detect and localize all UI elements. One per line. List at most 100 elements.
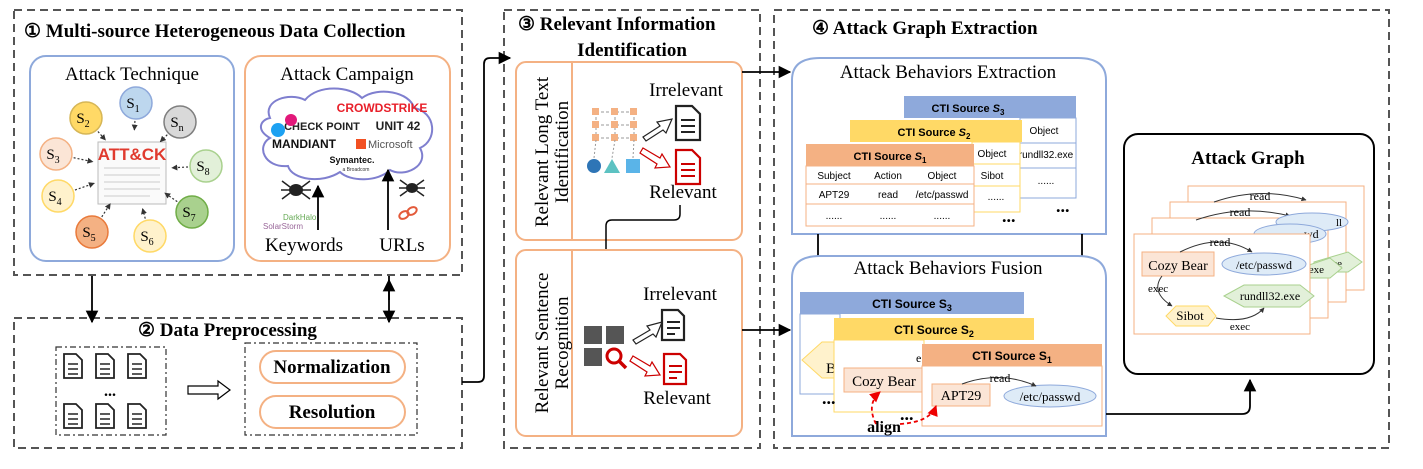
graph-back-read-1: read bbox=[1250, 189, 1271, 203]
technique-node-label: S7 bbox=[182, 205, 195, 224]
table-cell: /etc/passwd bbox=[916, 190, 969, 201]
table-cell: APT29 bbox=[819, 190, 850, 201]
symantec-logo: Symantec. bbox=[329, 155, 374, 165]
section2-box bbox=[13, 317, 463, 449]
technique-node bbox=[119, 86, 153, 120]
technique-node bbox=[69, 101, 103, 135]
technique-edge bbox=[171, 164, 189, 171]
broadcom-sub: a Broadcom bbox=[343, 167, 370, 173]
graph-cozy-node bbox=[1141, 251, 1215, 277]
fusion-cti3: CTI Source S3 bbox=[872, 297, 952, 313]
technique-node-label: S5 bbox=[82, 225, 95, 244]
irrelevant-doc-icon bbox=[674, 104, 702, 142]
resolution-button bbox=[259, 395, 406, 429]
technique-node-label: S6 bbox=[140, 229, 153, 248]
attack-campaign-title: Attack Campaign bbox=[280, 64, 414, 85]
technique-edge bbox=[159, 134, 168, 143]
relevant-doc-icon bbox=[674, 148, 702, 186]
fusion-passwd-node bbox=[1003, 384, 1097, 408]
sentence-label-2: Recognition bbox=[552, 296, 573, 389]
fusion-cti2: CTI Source S2 bbox=[894, 323, 974, 339]
cti3-dots: ...... bbox=[1038, 176, 1055, 187]
logo-cloud bbox=[260, 87, 434, 181]
technique-edge bbox=[164, 192, 178, 203]
document-icon bbox=[95, 353, 115, 379]
graph-rundll-node bbox=[1222, 284, 1315, 308]
graph-exec-label-2: exec bbox=[1230, 321, 1250, 333]
fusion-partial-e: e bbox=[916, 351, 921, 365]
graph-sibot-node bbox=[1165, 305, 1217, 327]
mandiant-logo: MANDIANT bbox=[272, 137, 337, 151]
cti2-sibot: Sibot bbox=[981, 171, 1004, 182]
search-icon bbox=[605, 347, 628, 370]
technique-node-label: Sn bbox=[170, 115, 183, 134]
long-text-label-1: Relevant Long Text bbox=[532, 76, 553, 227]
unit42-logo: UNIT 42 bbox=[376, 119, 421, 133]
table-header-cell: Action bbox=[874, 171, 902, 182]
cti2-ellipsis: ... bbox=[1002, 206, 1016, 226]
graph-read-label: read bbox=[1210, 235, 1231, 249]
technique-edge bbox=[101, 203, 111, 218]
section4-title: ④ Attack Graph Extraction bbox=[812, 18, 1038, 39]
extraction-title: Attack Behaviors Extraction bbox=[840, 62, 1057, 83]
microsoft-icon bbox=[356, 139, 366, 149]
sentence-grid-icon bbox=[584, 326, 624, 366]
graph-rundll-label: rundll32.exe bbox=[1240, 289, 1300, 303]
cti3-rundll: rundll32.exe bbox=[1019, 150, 1074, 161]
attack-technique-title: Attack Technique bbox=[65, 64, 199, 85]
spider-icon bbox=[281, 180, 311, 200]
checkpoint-icon bbox=[285, 114, 297, 126]
keywords-label: Keywords bbox=[265, 235, 343, 256]
graph-back-read-2: read bbox=[1230, 205, 1251, 219]
fusion-ellipsis-2: ... bbox=[900, 404, 914, 424]
technique-node bbox=[39, 137, 73, 171]
microsoft-logo: Microsoft bbox=[368, 139, 413, 151]
technique-node-label: S4 bbox=[48, 189, 61, 208]
methods-box bbox=[244, 342, 418, 436]
section3-title-line2: Identification bbox=[577, 40, 687, 61]
technique-node bbox=[163, 105, 197, 139]
irrelevant-label-2: Irrelevant bbox=[643, 284, 718, 305]
technique-edge bbox=[74, 182, 95, 191]
darkhalo-logo: DarkHalo bbox=[283, 213, 317, 222]
section3-box bbox=[503, 9, 761, 449]
technique-node-label: S2 bbox=[76, 111, 89, 130]
cti3-ellipsis: ... bbox=[1056, 196, 1070, 216]
cti2-header: CTI Source S2 bbox=[898, 127, 971, 141]
technique-edge bbox=[131, 120, 138, 131]
cti1-header: CTI Source S1 bbox=[854, 151, 927, 165]
document-icon bbox=[127, 403, 147, 429]
technique-node bbox=[133, 219, 167, 253]
cti2-object: Object bbox=[978, 149, 1007, 160]
hollow-arrow-relevant-2 bbox=[629, 355, 662, 377]
cti2-dots: ...... bbox=[988, 192, 1005, 203]
attck-document bbox=[97, 141, 167, 205]
resolution-label: Resolution bbox=[289, 402, 376, 423]
classifier-tree-icon bbox=[587, 108, 640, 173]
spider-icon bbox=[399, 179, 425, 197]
technique-node bbox=[189, 149, 223, 183]
hollow-arrow-irrelevant bbox=[642, 118, 674, 142]
fusion-apt-label: APT29 bbox=[941, 389, 981, 404]
fusion-read-label: read bbox=[990, 371, 1011, 385]
hollow-arrow bbox=[187, 379, 231, 401]
twitter-icon bbox=[271, 123, 285, 137]
fusion-title: Attack Behaviors Fusion bbox=[854, 258, 1043, 279]
normalization-label: Normalization bbox=[273, 357, 391, 378]
chain-link-icon bbox=[398, 206, 418, 220]
document-icon bbox=[127, 353, 147, 379]
fusion-cozy-label: Cozy Bear bbox=[852, 374, 916, 390]
graph-back-exe-2: .exe bbox=[1306, 264, 1324, 276]
table-cell: ...... bbox=[934, 211, 951, 222]
relevant-label-2: Relevant bbox=[643, 388, 711, 409]
fusion-ellipsis-1: ... bbox=[822, 388, 836, 408]
technique-edge bbox=[141, 208, 147, 219]
table-header-cell: Subject bbox=[817, 171, 851, 182]
graph-passwd-node bbox=[1221, 252, 1307, 276]
cti3-object: Object bbox=[1030, 126, 1059, 137]
fusion-cti1: CTI Source S1 bbox=[972, 349, 1052, 365]
table-header-cell: Object bbox=[928, 171, 957, 182]
hollow-arrow-relevant bbox=[639, 147, 672, 169]
